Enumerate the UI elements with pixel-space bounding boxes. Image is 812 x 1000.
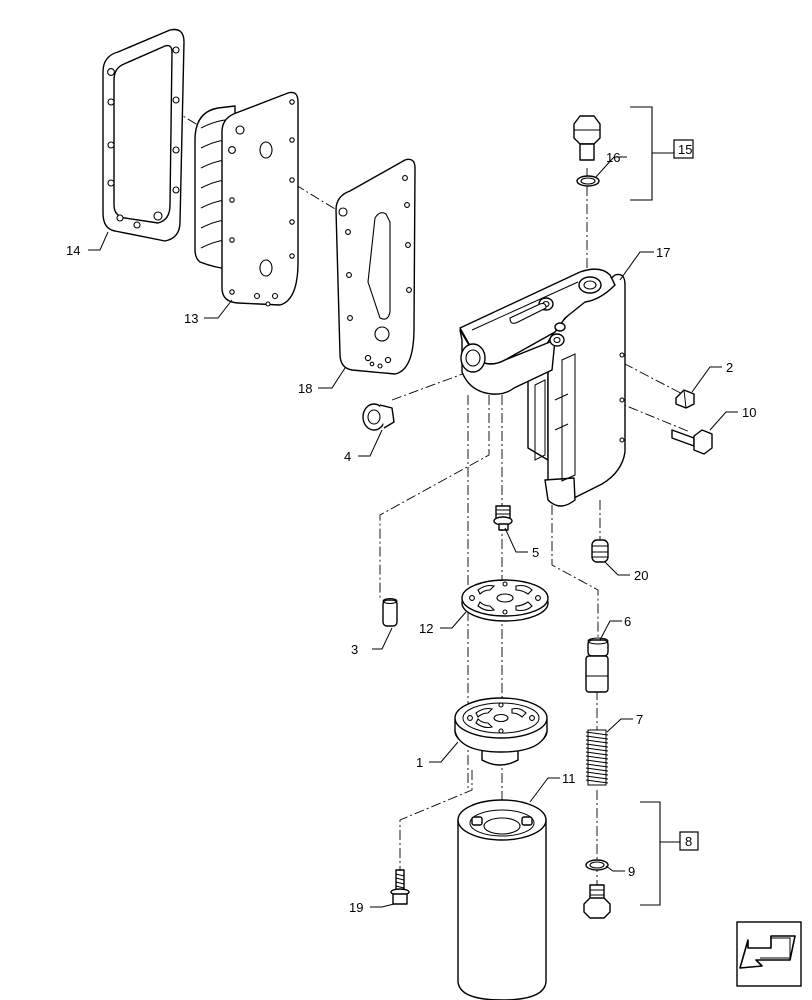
- callout-17: 17: [656, 245, 670, 260]
- leader-lines: [88, 156, 738, 908]
- callout-12: 12: [419, 621, 433, 636]
- oil-cooler-13: [194, 91, 299, 307]
- callout-16: 16: [606, 150, 620, 165]
- plate-12: [461, 579, 549, 622]
- callout-1: 1: [416, 755, 423, 770]
- plug-16: [573, 115, 601, 187]
- arrow-return-icon[interactable]: [736, 921, 802, 987]
- callout-18: 18: [298, 381, 312, 396]
- filter-11: [457, 799, 547, 1000]
- kit-8-group: 8: [640, 801, 699, 906]
- plug-bottom: [583, 884, 611, 919]
- callout-10: 10: [742, 405, 756, 420]
- piston-6: [585, 637, 609, 693]
- dowel-3: [382, 598, 398, 627]
- spring-7: [585, 729, 609, 786]
- callout-5: 5: [532, 545, 539, 560]
- callout-9: 9: [628, 864, 635, 879]
- plug-20: [591, 539, 609, 563]
- callout-13: 13: [184, 311, 198, 326]
- gasket-14: [102, 28, 185, 242]
- screw-19: [390, 869, 410, 905]
- kit-8-label: 8: [685, 834, 692, 849]
- bolt-2: [675, 389, 695, 409]
- callout-7: 7: [636, 712, 643, 727]
- callout-11: 11: [562, 771, 576, 786]
- adapter-1: [454, 697, 548, 766]
- kit-15-box: [673, 139, 694, 159]
- kit-15-label: 15: [678, 142, 692, 157]
- plug-4: [362, 403, 395, 431]
- callout-labels: 14 13 18 4 17 16 2 10 5 20 3 12 6 1 7 11…: [66, 150, 756, 915]
- callout-6: 6: [624, 614, 631, 629]
- filter-head-17: [459, 268, 626, 507]
- callout-3: 3: [351, 642, 358, 657]
- plate-gasket-18: [335, 158, 416, 375]
- valve-5: [493, 505, 513, 531]
- callout-2: 2: [726, 360, 733, 375]
- oring-9: [585, 859, 609, 871]
- callout-14: 14: [66, 243, 80, 258]
- kit-15-group: 15: [630, 106, 694, 201]
- callout-19: 19: [349, 900, 363, 915]
- bolt-10: [671, 429, 713, 455]
- callout-4: 4: [344, 449, 351, 464]
- kit-8-box: [679, 831, 699, 851]
- callout-20: 20: [634, 568, 648, 583]
